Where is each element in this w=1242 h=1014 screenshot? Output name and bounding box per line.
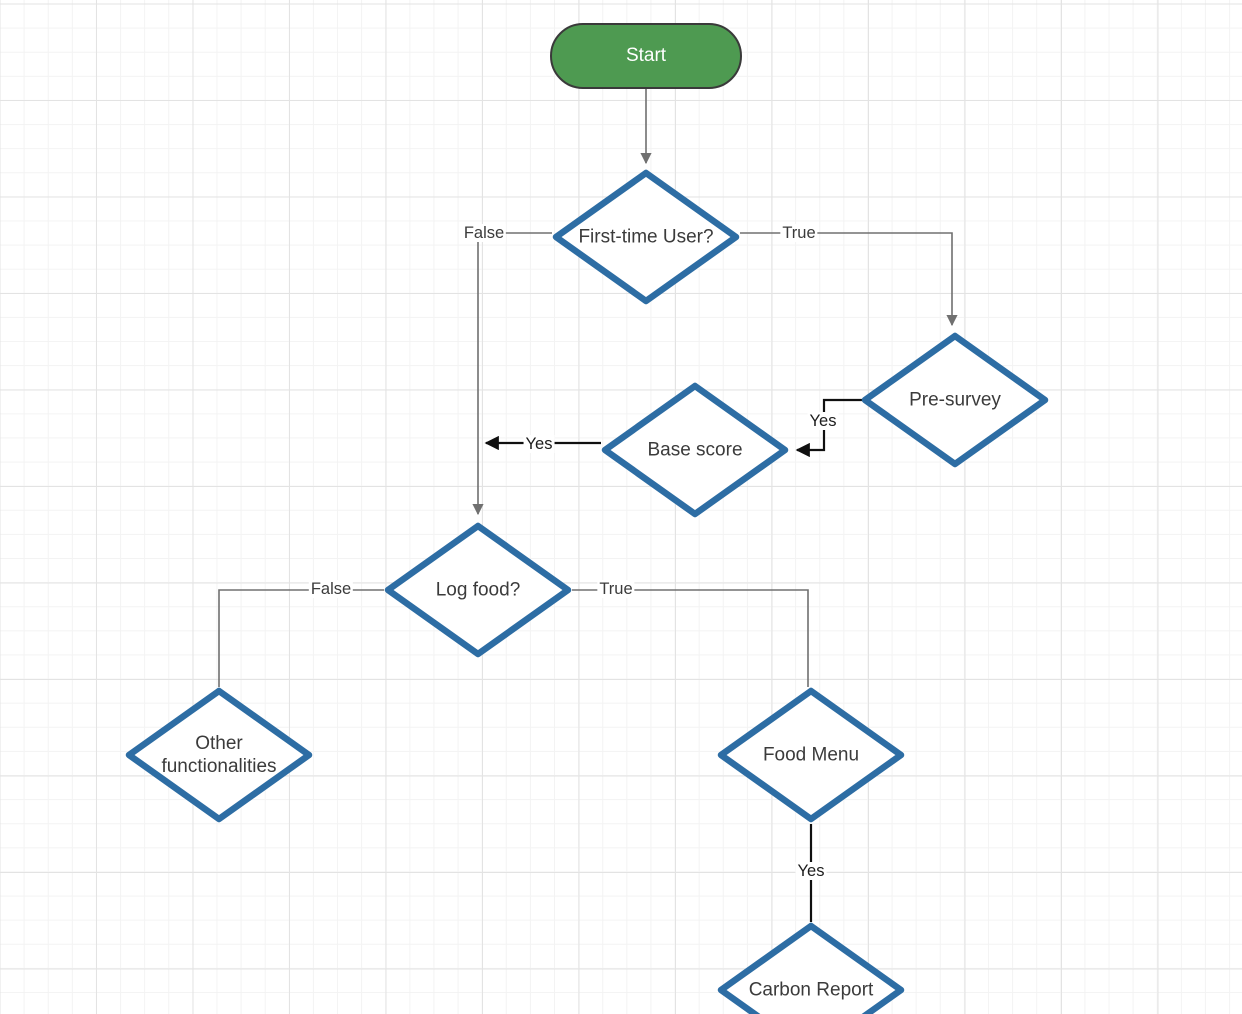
node-carbon-report-label: Carbon Report (748, 979, 874, 1001)
node-other-functionalities-label: Other functionalities (161, 733, 277, 777)
diamond-shape (717, 922, 905, 1014)
edge-label-base-score-yes: Yes (523, 435, 555, 453)
edge-first-time-false (472, 232, 552, 516)
node-food-menu[interactable]: Food Menu (717, 687, 905, 823)
edge-label-log-food-true: True (597, 580, 635, 598)
node-carbon-report[interactable]: Carbon Report (717, 922, 905, 1014)
diamond-shape (384, 522, 572, 658)
node-food-menu-label: Food Menu (762, 744, 860, 766)
node-base-score[interactable]: Base score (601, 382, 789, 518)
node-log-food[interactable]: Log food? (384, 522, 572, 658)
node-pre-survey[interactable]: Pre-survey (861, 332, 1049, 468)
edge-label-food-menu-yes: Yes (795, 862, 827, 880)
edge-label-first-time-false: False (461, 224, 507, 242)
node-base-score-label: Base score (647, 439, 743, 461)
edge-log-food-true (572, 589, 809, 687)
diamond-shape (717, 687, 905, 823)
diamond-shape (861, 332, 1049, 468)
node-start-label: Start (625, 45, 667, 66)
node-log-food-label: Log food? (435, 579, 521, 601)
edge-label-log-food-false: False (308, 580, 354, 598)
node-first-time-user-label: First-time User? (578, 226, 714, 248)
node-other-functionalities[interactable]: Other functionalities (125, 687, 313, 823)
node-first-time-user[interactable]: First-time User? (552, 169, 740, 305)
node-pre-survey-label: Pre-survey (909, 389, 1001, 411)
diamond-shape (601, 382, 789, 518)
edge-log-food-false (218, 589, 384, 687)
edge-label-first-time-true: True (780, 224, 818, 242)
diamond-shape (125, 687, 313, 823)
edge-label-pre-survey-yes: Yes (807, 412, 839, 430)
node-start[interactable]: Start (550, 23, 742, 89)
edge-first-time-true (740, 232, 958, 327)
diamond-shape (552, 169, 740, 305)
